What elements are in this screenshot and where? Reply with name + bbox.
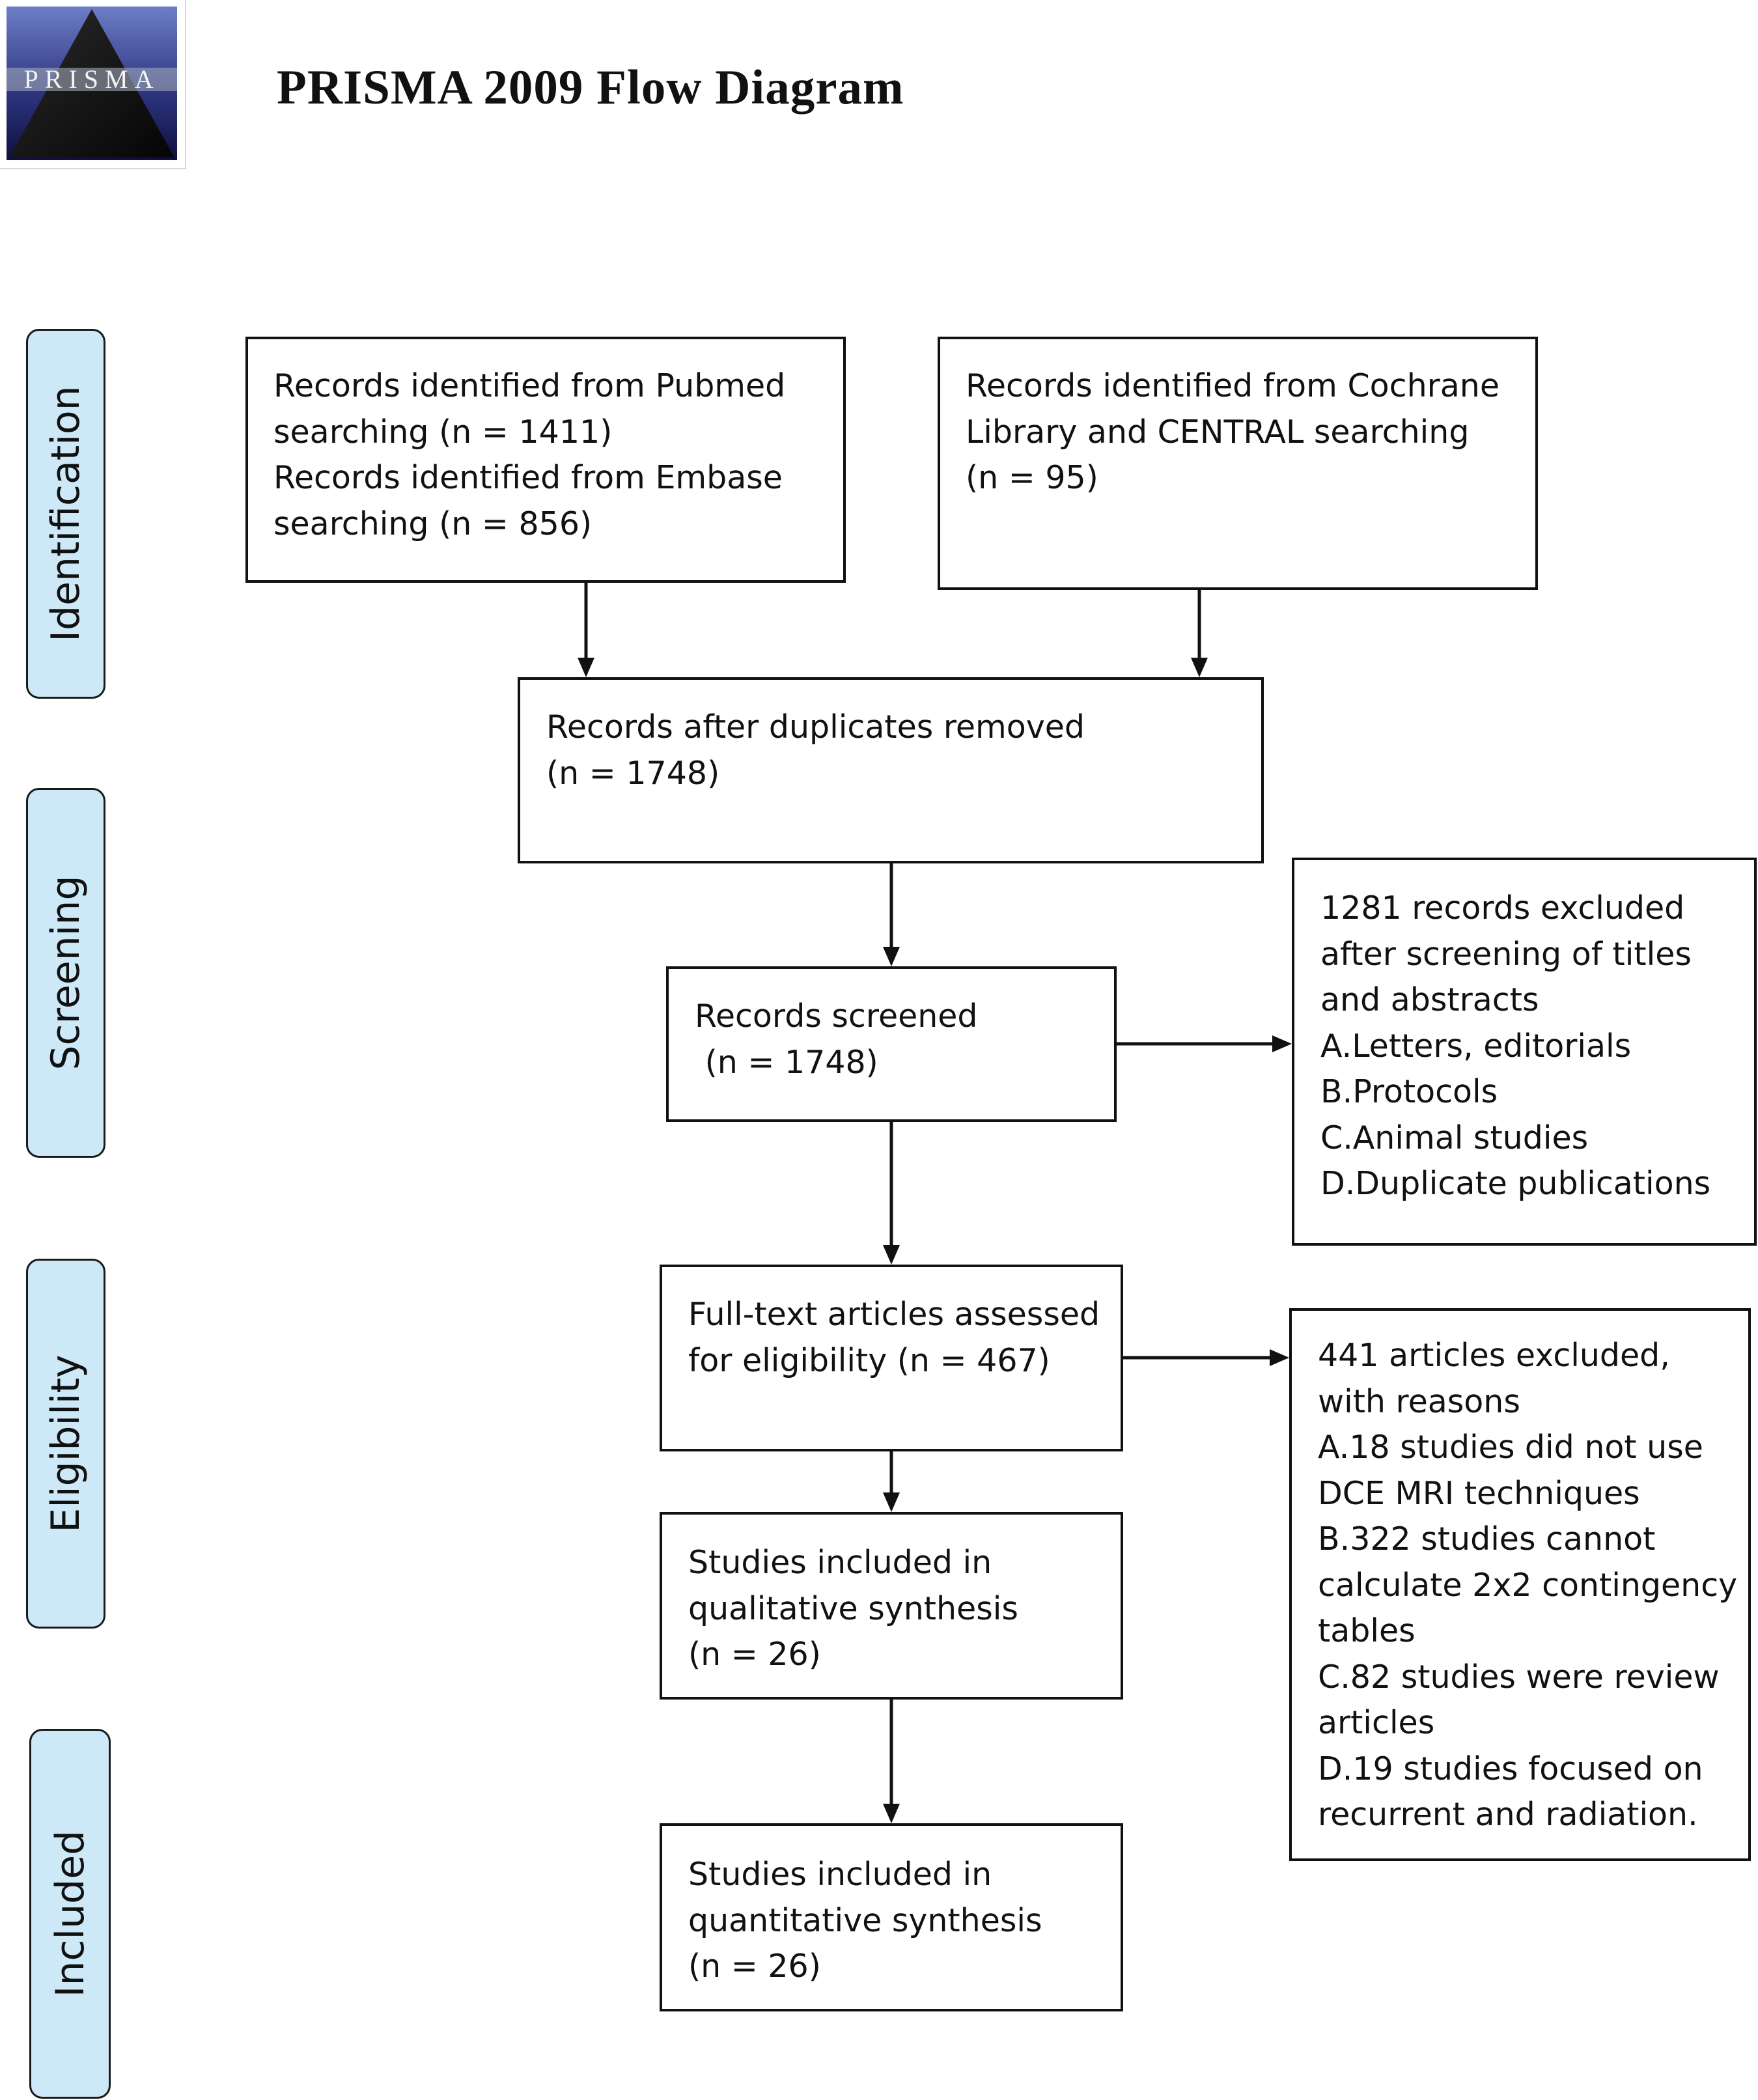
box-excluded-screening: 1281 records excluded after screening of… bbox=[1292, 858, 1757, 1246]
box-excluded-screening-text: 1281 records excluded after screening of… bbox=[1320, 889, 1711, 1202]
box-records-cochrane-text: Records identified from Cochrane Library… bbox=[966, 367, 1500, 496]
arrow-screened-to-excluded-head bbox=[1272, 1035, 1292, 1052]
box-qualitative-synthesis: Studies included in qualitative synthesi… bbox=[660, 1512, 1123, 1700]
arrow-cochrane-to-duplicates-head bbox=[1191, 658, 1208, 677]
prisma-logo-graphic: PRISMA bbox=[7, 7, 177, 160]
box-qualitative-synthesis-text: Studies included in qualitative synthesi… bbox=[688, 1544, 1018, 1673]
box-excluded-fulltext-text: 441 articles excluded, with reasons A.18… bbox=[1318, 1337, 1738, 1833]
box-duplicates-removed-text: Records after duplicates removed (n = 17… bbox=[546, 708, 1085, 792]
box-quantitative-synthesis: Studies included in quantitative synthes… bbox=[660, 1823, 1123, 2011]
box-fulltext-assessed: Full-text articles assessed for eligibil… bbox=[660, 1265, 1123, 1451]
box-records-screened-text: Records screened (n = 1748) bbox=[695, 998, 978, 1081]
phase-included: Included bbox=[29, 1729, 111, 2099]
arrow-pubmed-to-duplicates-head bbox=[578, 658, 594, 677]
phase-eligibility: Eligibility bbox=[26, 1259, 105, 1629]
box-quantitative-synthesis-text: Studies included in quantitative synthes… bbox=[688, 1856, 1042, 1985]
arrow-qualitative-to-quantitative-head bbox=[883, 1804, 900, 1823]
arrow-duplicates-to-screened-head bbox=[883, 947, 900, 966]
prisma-logo: PRISMA bbox=[0, 0, 186, 169]
arrow-screened-to-fulltext-head bbox=[883, 1245, 900, 1265]
box-duplicates-removed: Records after duplicates removed (n = 17… bbox=[518, 677, 1264, 863]
box-records-pubmed-embase: Records identified from Pubmed searching… bbox=[245, 337, 846, 583]
arrow-fulltext-to-excluded-head bbox=[1270, 1349, 1289, 1366]
logo-text: PRISMA bbox=[24, 64, 160, 94]
phase-screening: Screening bbox=[26, 788, 105, 1158]
box-records-cochrane: Records identified from Cochrane Library… bbox=[938, 337, 1538, 590]
box-fulltext-assessed-text: Full-text articles assessed for eligibil… bbox=[688, 1296, 1100, 1379]
arrow-fulltext-to-qualitative-head bbox=[883, 1492, 900, 1512]
phase-identification: Identification bbox=[26, 329, 105, 699]
box-records-screened: Records screened (n = 1748) bbox=[666, 966, 1117, 1122]
box-records-pubmed-embase-text: Records identified from Pubmed searching… bbox=[273, 367, 786, 542]
box-excluded-fulltext: 441 articles excluded, with reasons A.18… bbox=[1289, 1308, 1751, 1861]
page-title: PRISMA 2009 Flow Diagram bbox=[277, 61, 904, 115]
